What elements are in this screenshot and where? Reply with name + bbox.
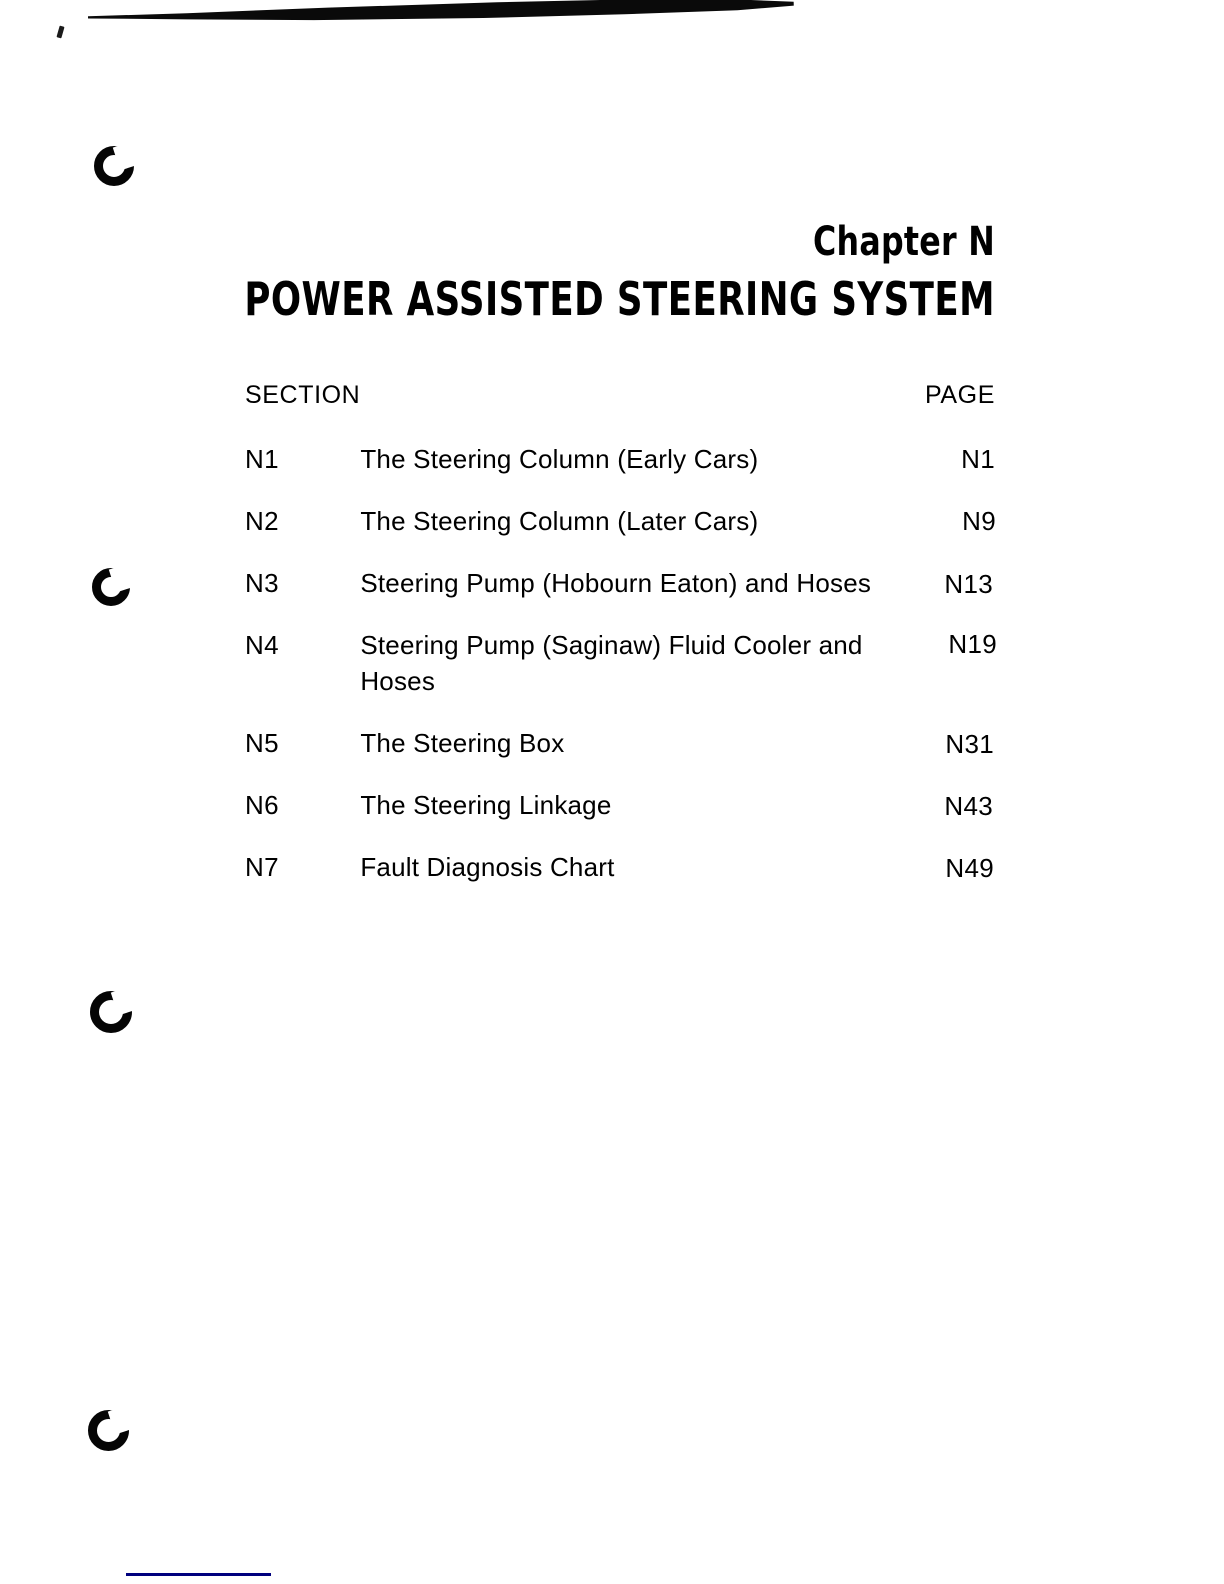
table-row[interactable]: N6 The Steering Linkage N43 <box>245 787 995 849</box>
toc-section-title: Steering Pump (Saginaw) Fluid Cooler and… <box>360 627 903 725</box>
toc-section-title: The Steering Box <box>360 728 565 758</box>
toc-section-number: N3 <box>245 568 279 598</box>
toc-page-number: N19 <box>948 629 997 659</box>
toc-section-number: N6 <box>245 790 279 820</box>
table-of-contents: SECTION PAGE N1 The Steering Column (Ear… <box>245 381 997 911</box>
footer-rule <box>126 1573 271 1576</box>
chapter-label: Chapter N <box>813 219 995 265</box>
toc-section-number: N1 <box>245 444 279 474</box>
toc-section-title-line-1: Steering Pump (Saginaw) Fluid Cooler and <box>360 630 863 660</box>
toc-section-number: N2 <box>245 506 279 536</box>
toc-header-section: SECTION <box>245 381 361 409</box>
toc-section-number: N7 <box>245 852 279 882</box>
toc-section-title: The Steering Column (Early Cars) <box>360 444 759 474</box>
toc-body: SECTION PAGE N1 The Steering Column (Ear… <box>245 381 997 911</box>
toc-section-title: The Steering Column (Later Cars) <box>360 506 759 536</box>
toc-section-title: The Steering Linkage <box>360 790 612 820</box>
toc-section-number: N4 <box>245 630 279 660</box>
scan-speck-artifact <box>56 25 65 39</box>
table-row[interactable]: N2 The Steering Column (Later Cars) N9 <box>245 503 996 565</box>
toc-page-number: N31 <box>945 729 994 759</box>
toc-section-title: Steering Pump (Hobourn Eaton) and Hoses <box>360 568 872 598</box>
binder-punch-ring-icon <box>92 568 130 606</box>
binder-punch-ring-icon <box>94 146 134 186</box>
page-title: POWER ASSISTED STEERING SYSTEM <box>244 272 995 326</box>
toc-header-spacer <box>360 381 903 441</box>
toc-page-number: N13 <box>944 569 993 599</box>
toc-section-number: N5 <box>245 728 279 758</box>
toc-page-number: N49 <box>945 853 994 883</box>
scan-streak-artifact <box>88 0 794 26</box>
toc-section-title-line-2: Hoses <box>360 666 436 696</box>
binder-punch-ring-icon <box>88 1410 129 1451</box>
toc-page-number: N1 <box>961 444 995 474</box>
toc-header-page: PAGE <box>924 381 995 409</box>
chapter-heading-block: Chapter N POWER ASSISTED STEERING SYSTEM <box>0 222 995 322</box>
table-row[interactable]: N1 The Steering Column (Early Cars) N1 <box>245 441 995 503</box>
table-row[interactable]: N4 Steering Pump (Saginaw) Fluid Cooler … <box>245 627 997 725</box>
toc-section-title: Fault Diagnosis Chart <box>360 852 615 882</box>
table-row[interactable]: N5 The Steering Box N31 <box>245 725 995 787</box>
toc-header-row: SECTION PAGE <box>245 381 995 441</box>
toc-page-number: N9 <box>962 506 996 536</box>
table-row[interactable]: N7 Fault Diagnosis Chart N49 <box>245 849 995 911</box>
toc-page-number: N43 <box>944 791 993 821</box>
binder-punch-ring-icon <box>90 991 132 1033</box>
table-row[interactable]: N3 Steering Pump (Hobourn Eaton) and Hos… <box>245 565 995 627</box>
